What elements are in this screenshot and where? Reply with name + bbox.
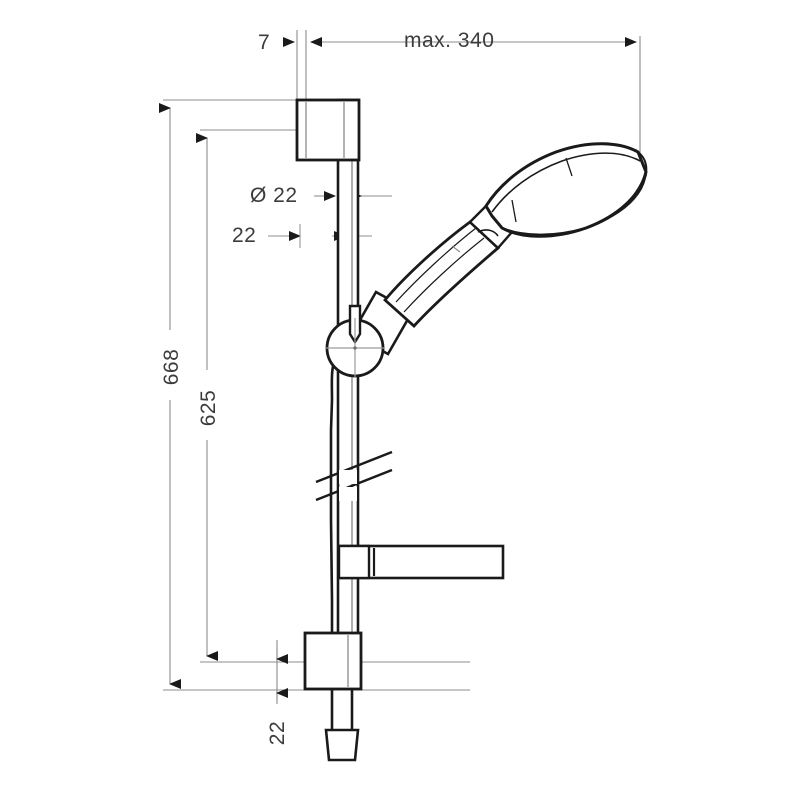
bottom-wall-bracket (303, 631, 363, 691)
extension-lines (163, 30, 641, 700)
dimension-label-bracket-spacing: 625 (197, 389, 220, 427)
hand-shower-head (383, 142, 648, 328)
rail-break-symbol (315, 450, 393, 502)
dimension-label-total-height: 668 (160, 348, 183, 386)
dimension-label-top-bracket-offset: 22 (232, 224, 257, 247)
dimension-label-wall-offset: 7 (258, 31, 271, 54)
top-wall-bracket (295, 98, 361, 162)
hose-end-cap (324, 728, 360, 762)
dimension-label-bottom-offset: 22 (266, 720, 289, 746)
dimension-label-rail-diameter: Ø 22 (250, 184, 298, 207)
soap-dish-arm (337, 544, 505, 580)
dimension-label-max-reach: max. 340 (404, 29, 495, 52)
